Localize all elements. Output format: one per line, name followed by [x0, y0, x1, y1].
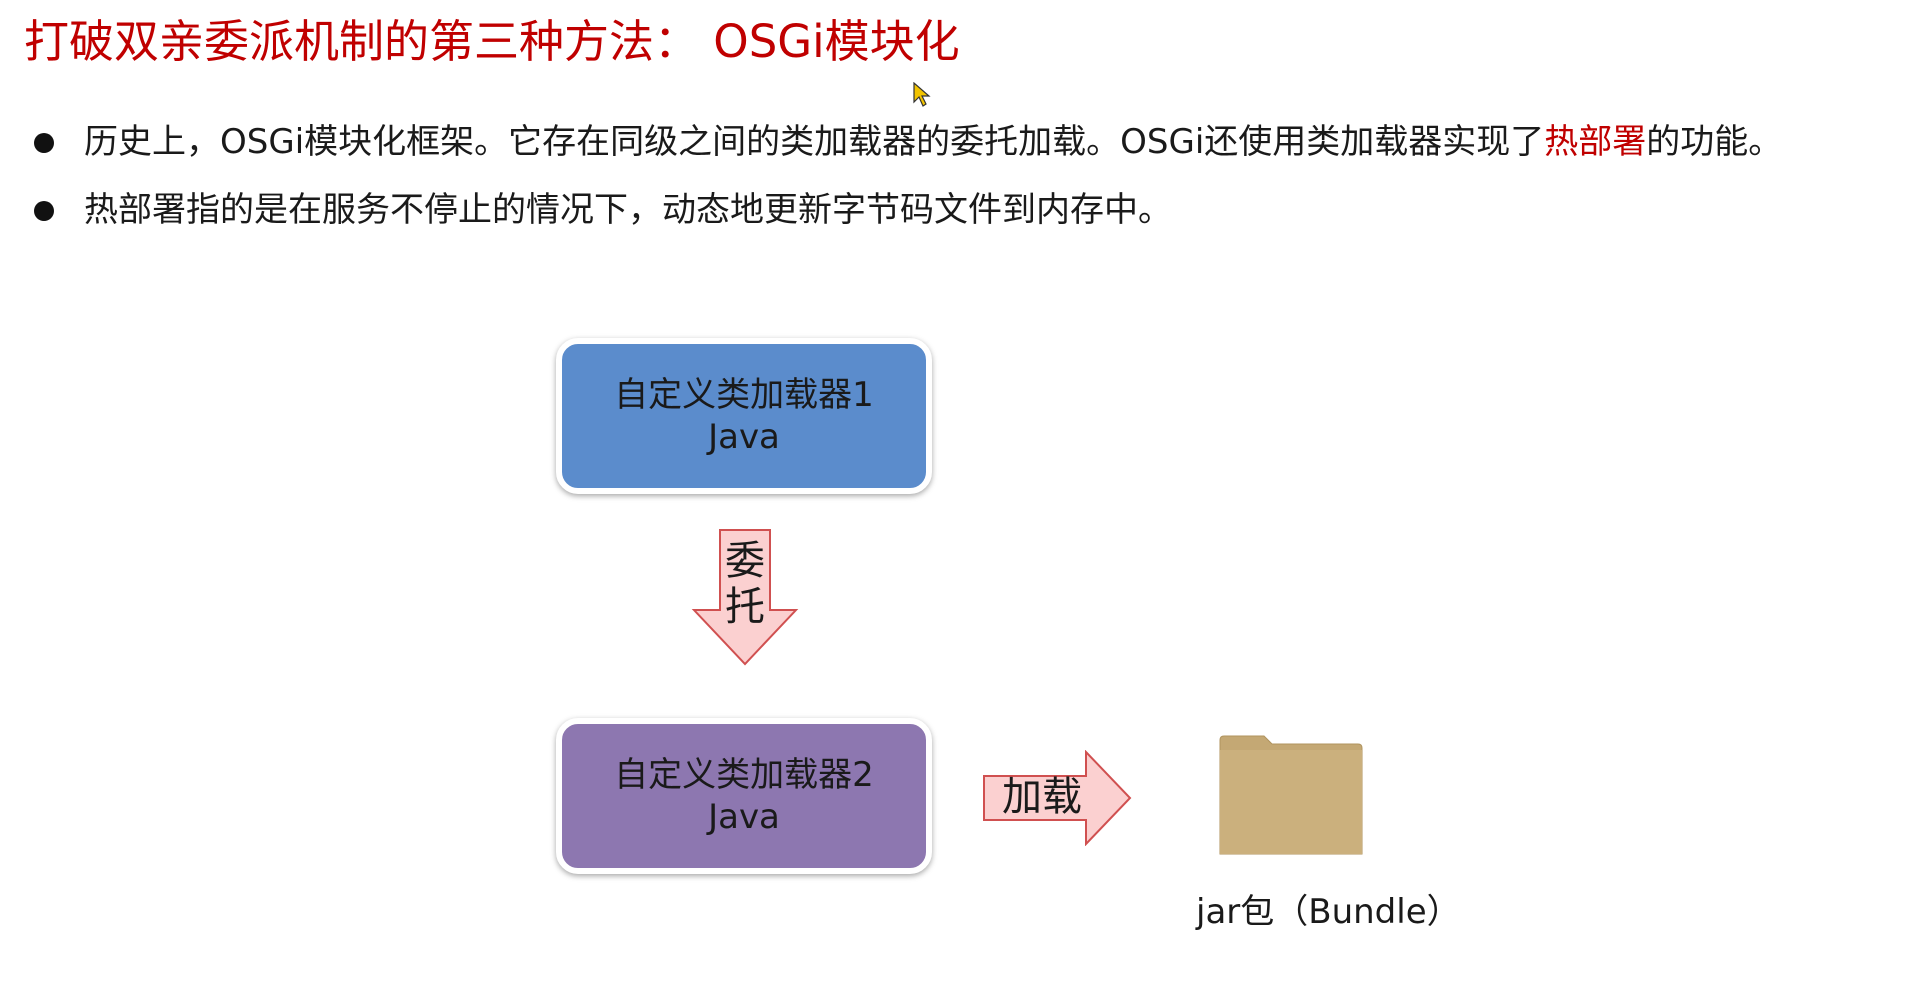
delegate-arrow-icon [690, 528, 800, 668]
delegate-label-line1: 委 [725, 538, 765, 584]
bullet-item: 热部署指的是在服务不停止的情况下，动态地更新字节码文件到内存中。 [28, 176, 1898, 244]
load-arrow-icon [982, 750, 1134, 846]
bullet-text: 热部署指的是在服务不停止的情况下，动态地更新字节码文件到内存中。 [84, 190, 1172, 230]
load-arrow-label: 加载 [1002, 774, 1082, 820]
delegate-arrow-label: 委 托 [690, 538, 800, 630]
folder-icon [1216, 732, 1366, 858]
mouse-cursor-icon [913, 81, 931, 108]
class-loader-1-lang: Java [708, 417, 780, 457]
bullet-list: 历史上，OSGi模块化框架。它存在同级之间的类加载器的委托加载。OSGi还使用类… [28, 108, 1898, 244]
jar-bundle-caption: jar包（Bundle） [1196, 892, 1461, 932]
bullet-text: 历史上，OSGi模块化框架。它存在同级之间的类加载器的委托加载。OSGi还使用类… [84, 122, 1545, 162]
class-loader-1-name: 自定义类加载器1 [614, 375, 874, 415]
delegate-label-line2: 托 [725, 584, 765, 630]
bullet-text-tail: 的功能。 [1646, 122, 1783, 162]
bullet-dot-icon [34, 201, 54, 221]
bullet-dot-icon [34, 133, 54, 153]
class-loader-2-lang: Java [708, 797, 780, 837]
class-loader-2-box: 自定义类加载器2 Java [556, 718, 932, 874]
bullet-item: 历史上，OSGi模块化框架。它存在同级之间的类加载器的委托加载。OSGi还使用类… [28, 108, 1898, 176]
class-loader-1-box: 自定义类加载器1 Java [556, 338, 932, 494]
class-loader-2-name: 自定义类加载器2 [614, 755, 874, 795]
slide-title: 打破双亲委派机制的第三种方法： OSGi模块化 [24, 15, 960, 68]
highlight-text: 热部署 [1544, 122, 1647, 162]
